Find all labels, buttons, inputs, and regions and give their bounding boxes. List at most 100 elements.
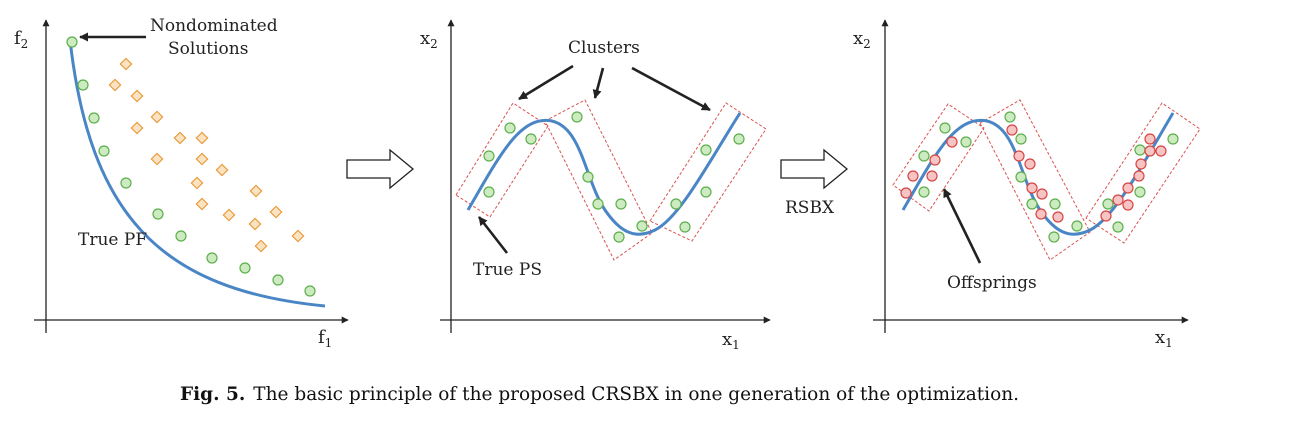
clusters-label: Clusters [568, 38, 640, 58]
true-pf-label: True PF [78, 230, 147, 250]
dominated-point [108, 78, 122, 92]
cluster-box [544, 99, 653, 261]
solution-point [960, 136, 972, 148]
nondominated-points [66, 36, 316, 297]
dominated-point [291, 229, 305, 243]
solution-point [120, 177, 132, 189]
cluster-points [483, 111, 745, 243]
offsprings-arrow [942, 188, 982, 264]
decision-space-offspring-panel: x2 x1 [853, 19, 1201, 350]
solution-point [670, 198, 682, 210]
solution-point [1071, 220, 1083, 232]
dominated-point [130, 89, 144, 103]
solution-point [66, 36, 78, 48]
objective-space-panel: f2 f1 True PF [14, 16, 349, 350]
x-axis-label: x1 [1155, 327, 1173, 350]
nondominated-label-line1: Nondominated [150, 16, 278, 36]
solution-point [939, 122, 951, 134]
solution-point [1102, 198, 1114, 210]
dominated-point [195, 152, 209, 166]
solution-point [483, 150, 495, 162]
solution-point [571, 111, 583, 123]
solution-point [98, 145, 110, 157]
transition-arrow-1 [346, 148, 415, 190]
figure-caption: Fig. 5.The basic principle of the propos… [180, 384, 1019, 405]
solution-point [483, 186, 495, 198]
solution-point [1134, 186, 1146, 198]
solution-point [1015, 133, 1027, 145]
solution-point [504, 122, 516, 134]
solution-point [700, 144, 712, 156]
dominated-point [130, 121, 144, 135]
offspring-point [1006, 124, 1018, 136]
dominated-point [222, 208, 236, 222]
caption-text: The basic principle of the proposed CRSB… [253, 384, 1019, 405]
solution-point [700, 186, 712, 198]
offspring-points [900, 124, 1167, 223]
offspring-point [929, 154, 941, 166]
solution-point [582, 171, 594, 183]
offspring-point [1100, 210, 1112, 222]
solution-point [1048, 231, 1060, 243]
solution-point [1026, 198, 1038, 210]
solution-point [152, 208, 164, 220]
x-axis-label: x1 [722, 329, 740, 352]
y-axis-label: x2 [853, 28, 871, 51]
solution-point [613, 231, 625, 243]
solution-point [615, 198, 627, 210]
solution-point [206, 252, 218, 264]
dominated-point [190, 176, 204, 190]
solution-point [88, 112, 100, 124]
clusters-arrow-left [518, 64, 574, 101]
dominated-point [150, 110, 164, 124]
dominated-point [173, 131, 187, 145]
cluster-boxes [455, 99, 767, 261]
solution-point [525, 133, 537, 145]
x-axis-label: f1 [318, 327, 332, 350]
decision-space-clusters-panel: x2 x1 Clusters [420, 19, 771, 352]
y-axis-label: x2 [420, 28, 438, 51]
cluster-box [649, 102, 767, 242]
solution-point [918, 186, 930, 198]
offspring-point [1135, 158, 1147, 170]
dominated-point [269, 205, 283, 219]
clusters-arrow-right [631, 66, 711, 112]
offspring-point [1122, 182, 1134, 194]
offspring-point [1035, 208, 1047, 220]
solution-point [1134, 144, 1146, 156]
offspring-point [907, 170, 919, 182]
offspring-point [900, 187, 912, 199]
solution-point [592, 198, 604, 210]
dominated-point [195, 197, 209, 211]
cluster-box [1085, 102, 1201, 244]
cluster-box [979, 99, 1091, 261]
offspring-point [1052, 211, 1064, 223]
offspring-point [926, 170, 938, 182]
solution-point [1167, 133, 1179, 145]
offspring-point [1112, 194, 1124, 206]
offspring-point [1013, 150, 1025, 162]
nondominated-label-line2: Solutions [168, 39, 248, 59]
solution-point [272, 274, 284, 286]
offspring-point [1144, 133, 1156, 145]
solution-point [918, 150, 930, 162]
dominated-point [248, 217, 262, 231]
y-axis-label: f2 [14, 28, 28, 51]
true-ps-curve [466, 112, 742, 236]
solution-point [636, 220, 648, 232]
solution-point [733, 133, 745, 145]
solution-point [1112, 221, 1124, 233]
dominated-point [195, 131, 209, 145]
operator-label: RSBX [785, 198, 835, 218]
offspring-point [1026, 182, 1038, 194]
solution-point [239, 262, 251, 274]
clusters-arrow-middle [592, 67, 605, 99]
solution-point [1015, 171, 1027, 183]
true-pf-curve [68, 39, 326, 308]
offspring-point [1024, 158, 1036, 170]
transition-arrow-2 [780, 148, 849, 190]
cluster-box [455, 102, 549, 218]
solution-point [1049, 198, 1061, 210]
dominated-point [119, 57, 133, 71]
